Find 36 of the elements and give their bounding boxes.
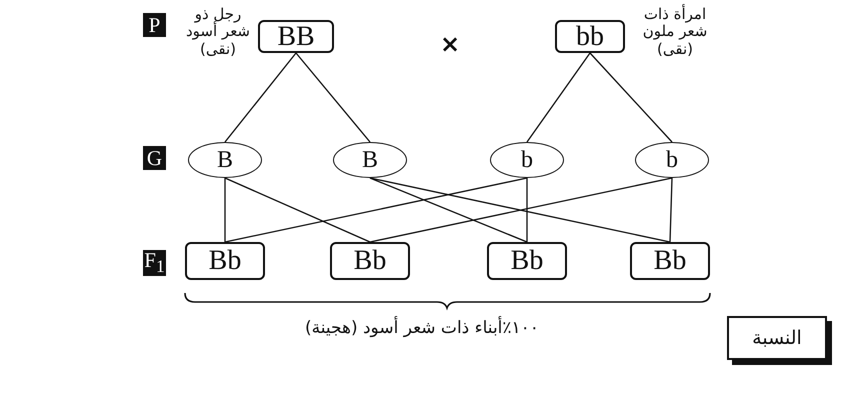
generation-symbol: P <box>148 14 160 36</box>
genotype-text: Bb <box>510 247 544 275</box>
connector-line <box>224 178 226 242</box>
connector-line <box>224 52 296 142</box>
genotype-box <box>330 242 410 280</box>
allele-symbol: b <box>521 148 533 172</box>
generation-label <box>143 13 166 37</box>
parent-description: امرأة ذات شعر ملون (نقى) <box>642 6 708 58</box>
cross-sign: × <box>440 30 460 58</box>
connector-line <box>526 52 591 142</box>
genotype-box <box>630 242 710 280</box>
genotype-text: Bb <box>654 247 686 275</box>
allele-symbol: B <box>216 148 233 172</box>
genotype-text: bb <box>576 22 604 50</box>
genotype-text: Bb <box>354 247 386 275</box>
offspring-ratio-text: ١٠٠٪أبناء ذات شعر أسود (هجينة) <box>305 318 539 338</box>
genotype-box <box>258 20 334 53</box>
ratio-heading: النسبة <box>752 328 802 348</box>
generation-label <box>143 146 166 170</box>
connector-line <box>590 52 672 142</box>
allele-symbol: B <box>362 148 378 172</box>
parent-description: رجل ذو شعر أسود (نقى) <box>184 6 251 58</box>
connector-line <box>224 177 528 243</box>
generation-symbol: F$_{1}$ <box>144 250 165 276</box>
genotype-text: BB <box>277 22 315 50</box>
connector-line <box>370 177 528 243</box>
genotype-box <box>185 242 265 280</box>
connector-line <box>526 178 528 242</box>
allele-symbol: b <box>666 148 678 172</box>
connector-line <box>224 177 370 243</box>
genotype-text: Bb <box>208 247 242 275</box>
connector-line <box>296 52 370 142</box>
generation-symbol: G <box>146 148 162 168</box>
connector-line <box>669 178 673 242</box>
genotype-box <box>487 242 567 280</box>
genotype-box <box>555 20 625 53</box>
